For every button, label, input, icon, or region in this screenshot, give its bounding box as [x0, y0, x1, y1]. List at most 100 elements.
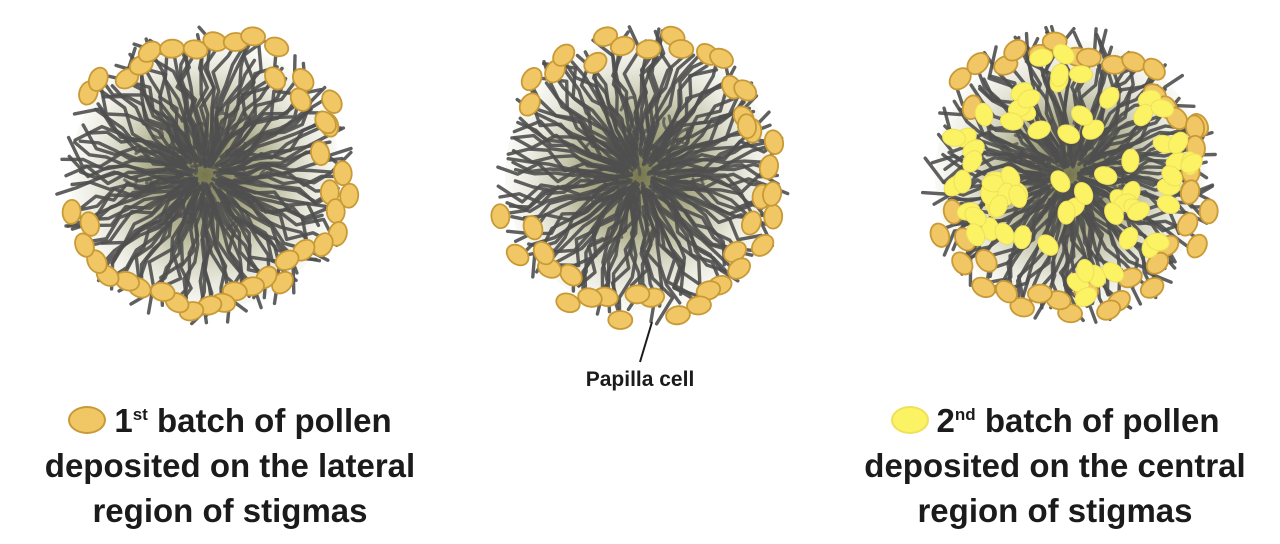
papilla-cell — [167, 132, 179, 151]
first-batch-pollen-grain — [763, 203, 784, 230]
second-batch-pollen-grain — [1074, 287, 1098, 307]
papilla-cell — [235, 125, 248, 136]
papilla-cell — [531, 102, 620, 165]
papilla-cell — [1028, 185, 1044, 204]
first-batch-pollen-grain — [291, 68, 315, 92]
first-batch-pollen-grain — [240, 26, 266, 47]
first-batch-pollen-grain — [61, 199, 82, 225]
papilla-cell — [632, 163, 642, 176]
second-batch-pollen-grain — [1050, 63, 1069, 87]
first-batch-pollen-grain — [668, 39, 695, 59]
papilla-cell — [123, 176, 139, 186]
papilla-cell — [660, 187, 742, 256]
papilla-cell — [652, 230, 660, 238]
legend-second-rest: batch of pollen — [975, 402, 1220, 439]
papilla-cell — [198, 150, 215, 165]
first-batch-pollen-grain — [733, 79, 758, 102]
papilla-cell — [629, 139, 643, 158]
papilla-cell — [646, 143, 774, 176]
stigma-first-batch — [55, 25, 360, 326]
first-batch-pollen-grain — [751, 233, 775, 257]
papilla-cell — [584, 138, 596, 152]
papilla-cell — [662, 117, 671, 134]
papilla-cell — [508, 177, 620, 209]
first-batch-pollen-grain — [1003, 39, 1027, 62]
papilla-cell — [667, 114, 673, 128]
papilla-cell — [242, 154, 248, 173]
first-batch-pollen-grain — [312, 232, 334, 258]
papilla-cell — [214, 106, 225, 113]
first-batch-pollen-grain — [1027, 283, 1053, 304]
first-batch-pollen-grain — [741, 210, 762, 236]
second-batch-pollen-grain — [1017, 89, 1041, 109]
first-batch-pollen-grain — [532, 240, 555, 266]
papilla-cell — [174, 148, 188, 160]
first-batch-pollen-grain — [321, 89, 343, 114]
legend-first-line3: region of stigmas — [92, 492, 368, 529]
first-batch-pollen-grain — [727, 257, 751, 280]
papilla-cell — [215, 125, 224, 145]
papilla-cell — [938, 110, 1046, 162]
second-batch-pollen — [942, 43, 1203, 307]
first-batch-pollen-grain — [1176, 212, 1199, 237]
legend-second-ordinal: 2 — [936, 402, 955, 439]
papilla-cell — [174, 175, 193, 187]
papilla-cell — [219, 181, 321, 228]
papilla-cell — [224, 150, 353, 177]
first-batch-pollen-grain — [264, 66, 287, 91]
papilla-cell — [629, 206, 641, 220]
first-batch-pollen-grain — [182, 39, 209, 60]
papilla-cell — [218, 121, 322, 172]
second-batch-pollen-grain — [1104, 202, 1124, 225]
first-batch-pollen-grain — [737, 113, 757, 140]
papilla-cell — [613, 164, 620, 172]
papilla-cell — [610, 30, 637, 151]
papilla-cell — [240, 186, 255, 204]
papilla-cell — [638, 148, 656, 164]
papilla-cell-callout — [639, 321, 653, 363]
papilla-cell — [187, 193, 204, 211]
papilla-cell — [661, 76, 735, 155]
first-batch-pollen-grain — [314, 110, 337, 135]
papilla-cell — [178, 149, 191, 164]
second-batch-pollen-grain — [953, 169, 972, 194]
first-batch-pollen-grain — [137, 40, 162, 63]
callout-line — [639, 321, 653, 363]
second-batch-pollen-grain — [1150, 99, 1175, 118]
papilla-cell — [185, 214, 197, 224]
papilla-cell — [655, 157, 672, 174]
first-batch-pollen-grain — [505, 243, 530, 267]
papilla-cell — [1099, 193, 1109, 202]
papilla-cell — [605, 173, 621, 185]
first-batch-pollen-grain — [1186, 233, 1208, 259]
first-batch-pollen-grain — [607, 310, 634, 330]
papilla-cell — [631, 129, 640, 141]
second-batch-pollen-grain — [994, 222, 1015, 246]
second-batch-pollen-grain — [988, 194, 1008, 218]
second-batch-pollen-grain — [942, 128, 966, 147]
papilla-cell — [638, 128, 648, 147]
papilla-cell — [99, 76, 193, 161]
first-batch-pollen-grain — [74, 232, 95, 258]
papilla-cell — [162, 160, 180, 171]
papilla-cell — [151, 127, 165, 140]
papilla-cell — [1052, 194, 1064, 210]
first-batch-pollen — [490, 25, 785, 330]
papilla-cell — [599, 179, 608, 190]
papilla-cell — [199, 183, 212, 193]
papilla-cell — [1013, 150, 1026, 164]
papilla-cell — [1013, 133, 1024, 140]
papilla-cell — [212, 140, 332, 175]
legend-first-ordinal: 1 — [114, 402, 133, 439]
papilla-cell — [79, 176, 193, 227]
papilla-cell — [691, 177, 705, 192]
papilla-cell — [213, 87, 306, 167]
papilla-cell — [73, 140, 175, 172]
first-batch-pollen-grain — [609, 35, 636, 57]
first-batch-pollen-grain — [555, 292, 581, 314]
second-batch-pollen-grain — [1057, 200, 1076, 225]
first-batch-pollen-grain — [762, 181, 783, 207]
papilla-cell — [191, 158, 199, 175]
papilla-cell — [150, 52, 197, 162]
second-batch-pollen-grain — [1094, 166, 1118, 186]
